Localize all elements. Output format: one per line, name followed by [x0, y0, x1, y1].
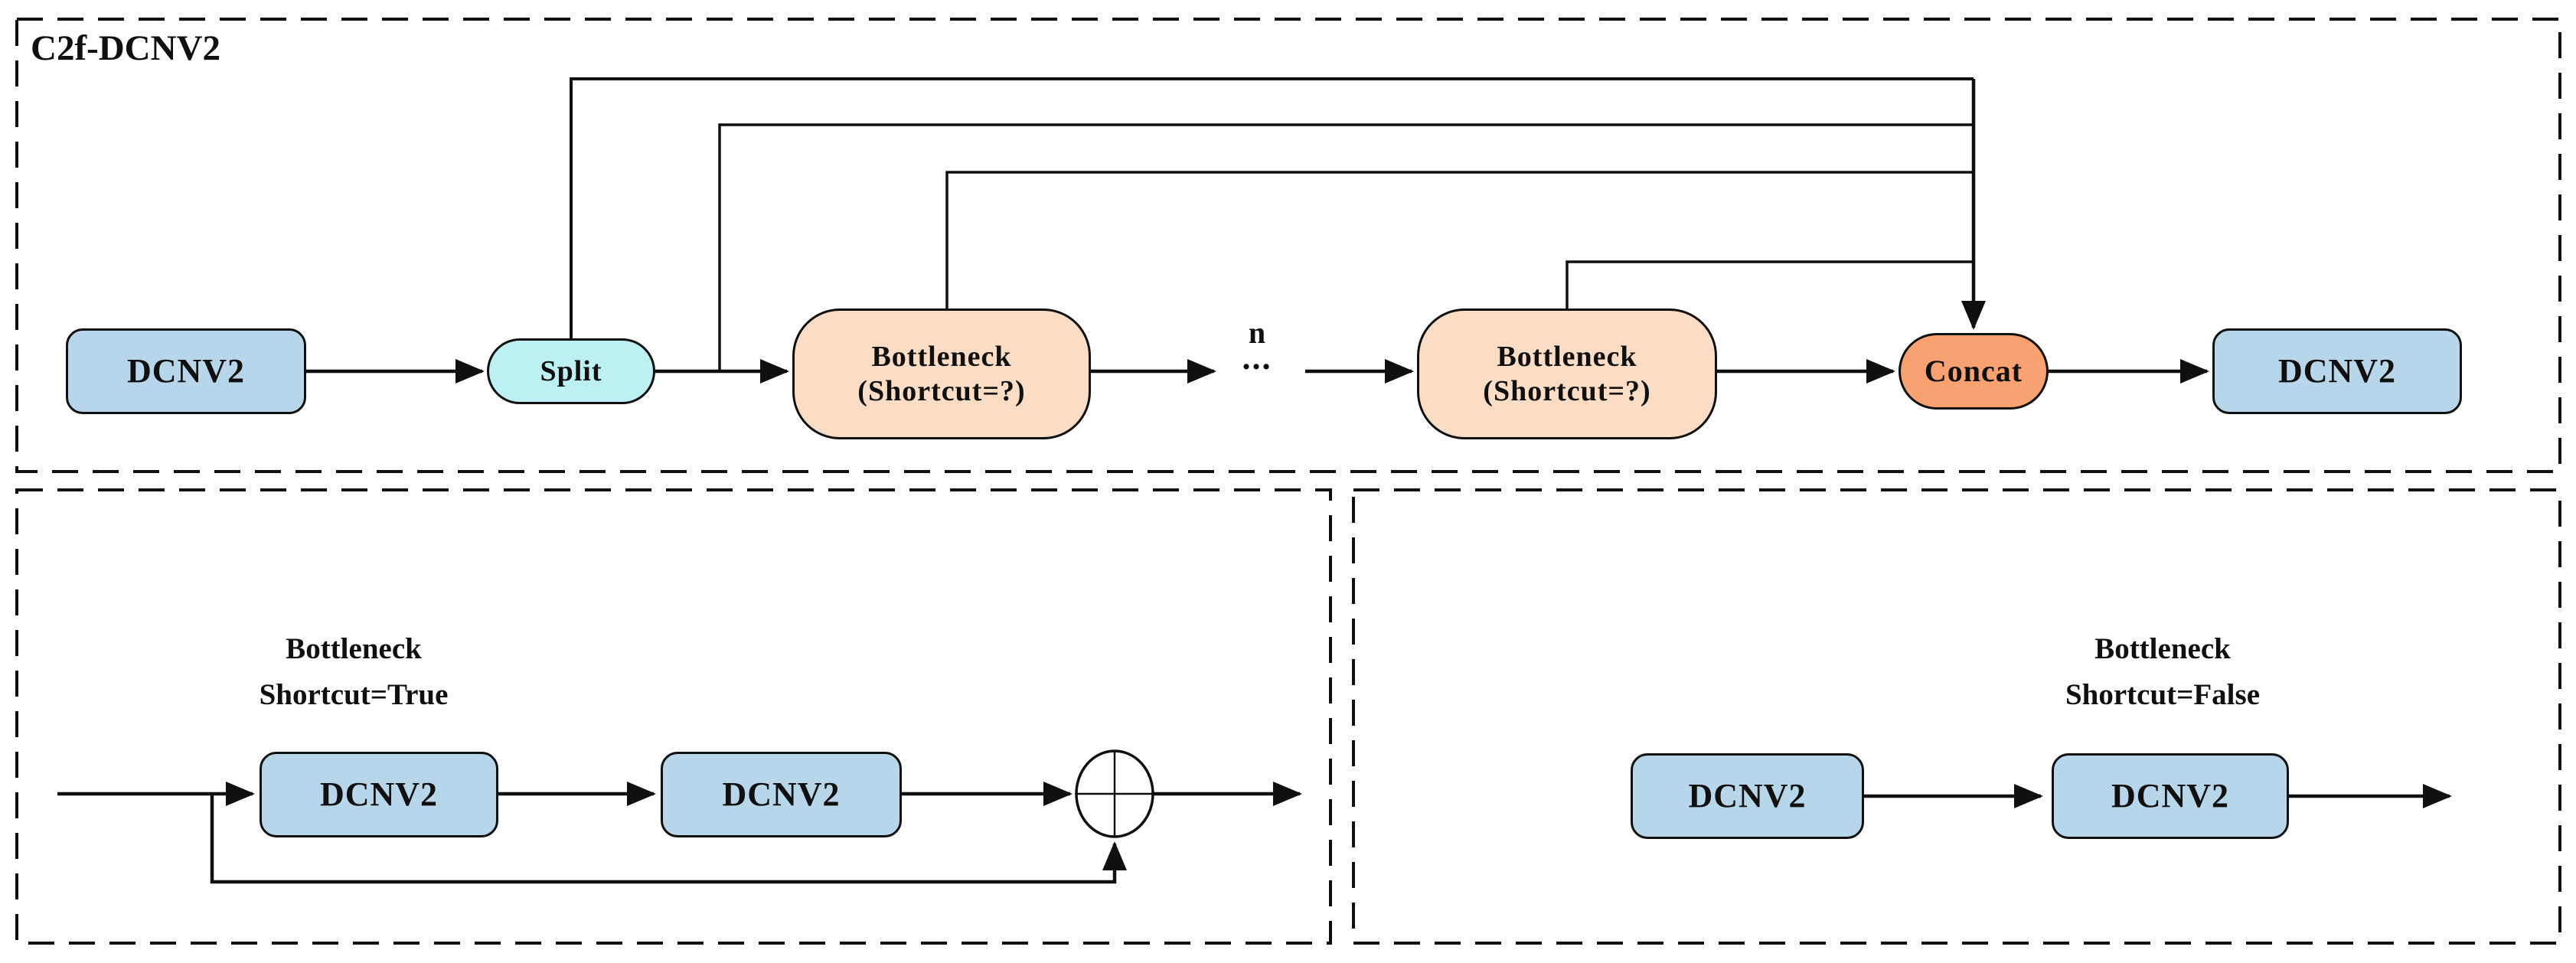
shortcut-true-title: Bottleneck Shortcut=True: [260, 626, 449, 719]
diagram-title: C2f-DCNV2: [31, 28, 221, 68]
node-dcnv2-input-label: DCNV2: [126, 352, 246, 390]
node-dcnv2-false-second-label: DCNV2: [2111, 777, 2230, 815]
add-circle-icon: [1075, 749, 1154, 838]
node-dcnv2-true-first: DCNV2: [260, 752, 498, 837]
node-bottleneck-1-line1: Bottleneck: [871, 340, 1012, 373]
top-box-border: [15, 18, 2561, 473]
node-bottleneck-1-line2: (Shortcut=?): [857, 374, 1026, 407]
shortcut-bypass-line: [210, 794, 1127, 884]
skip-line-from-split-branch: [718, 123, 1974, 371]
skip-line-from-bottleneck1: [945, 171, 1974, 309]
skip-line-from-split-top: [570, 77, 1974, 340]
node-dcnv2-output: DCNV2: [2212, 328, 2462, 414]
shortcut-false-title-line2: Shortcut=False: [2065, 678, 2261, 712]
node-bottleneck-2: Bottleneck (Shortcut=?): [1417, 308, 1717, 439]
node-dcnv2-true-second-label: DCNV2: [722, 775, 841, 814]
node-dcnv2-output-label: DCNV2: [2277, 352, 2397, 390]
node-split-label: Split: [540, 354, 602, 387]
shortcut-true-box-border: [15, 488, 1332, 945]
node-bottleneck-2-line2: (Shortcut=?): [1483, 374, 1651, 407]
node-split: Split: [487, 338, 655, 404]
node-dcnv2-false-first: DCNV2: [1631, 753, 1864, 839]
node-dcnv2-true-first-label: DCNV2: [319, 775, 439, 814]
shortcut-false-box-border: [1352, 488, 2561, 945]
shortcut-false-title-line1: Bottleneck: [2094, 632, 2231, 665]
node-bottleneck-1: Bottleneck (Shortcut=?): [792, 308, 1091, 439]
skip-line-from-bottleneck2: [1566, 260, 1974, 309]
shortcut-false-title: Bottleneck Shortcut=False: [2065, 626, 2260, 719]
node-dcnv2-false-second: DCNV2: [2052, 753, 2289, 839]
node-dcnv2-false-first-label: DCNV2: [1688, 777, 1807, 815]
node-concat-label: Concat: [1924, 354, 2023, 389]
repeat-ellipsis: ...: [1242, 339, 1272, 377]
node-dcnv2-true-second: DCNV2: [661, 752, 902, 837]
shortcut-true-title-line1: Bottleneck: [286, 632, 422, 665]
node-concat: Concat: [1899, 333, 2049, 410]
shortcut-true-title-line2: Shortcut=True: [259, 678, 449, 712]
node-dcnv2-input: DCNV2: [66, 328, 306, 414]
repeat-count-label: n: [1248, 315, 1266, 350]
node-bottleneck-2-line1: Bottleneck: [1497, 340, 1637, 373]
